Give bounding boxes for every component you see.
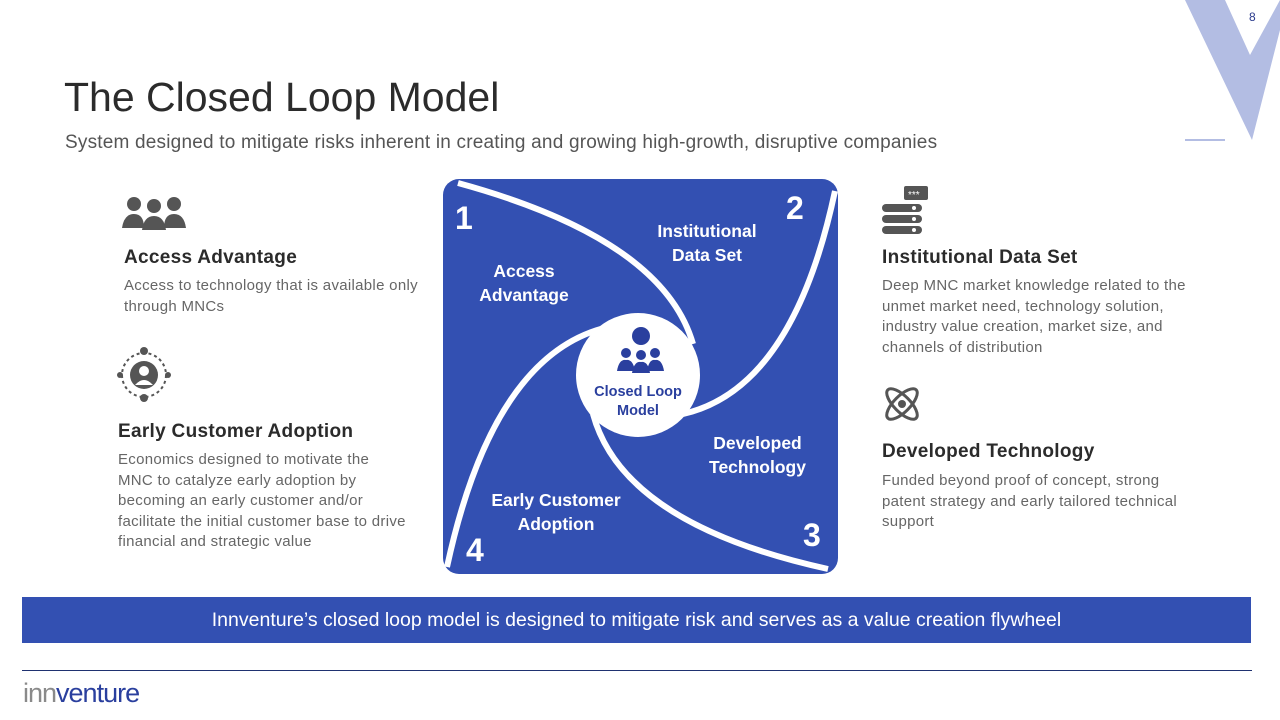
swirl-curve	[590, 413, 829, 572]
logo-part: inn	[23, 678, 57, 708]
feature-heading: Developed Technology	[882, 441, 1095, 462]
brand-watermark-v	[1185, 0, 1280, 141]
quadrant-number: 4	[466, 532, 484, 568]
feature-heading: Access Advantage	[124, 247, 298, 268]
quadrant-label: Developed Technology	[709, 433, 806, 477]
quadrant-label: Early Customer Adoption	[491, 490, 621, 534]
feature-heading: Institutional Data Set	[882, 247, 1078, 268]
quadrant-label: Institutional Data Set	[657, 221, 757, 265]
quadrant-number: 3	[803, 517, 821, 553]
diagram-center-label: Closed Loop Model	[594, 384, 682, 419]
feature-text: Access to technology that is available o…	[124, 277, 418, 315]
svg-text:***: ***	[908, 190, 920, 201]
database-server-icon: ***	[882, 186, 928, 234]
feature-text: Funded beyond proof of concept, strong p…	[882, 472, 1178, 530]
summary-banner: Innventure’s closed loop model is design…	[22, 597, 1251, 643]
customer-target-icon	[117, 347, 171, 402]
page-number: 8	[1249, 10, 1256, 24]
feature-text: Economics designed to motivate the MNC t…	[118, 451, 406, 550]
quadrant-number: 2	[786, 190, 804, 226]
quadrant-number: 1	[455, 200, 473, 236]
atom-icon	[885, 387, 919, 421]
feature-text: Deep MNC market knowledge related to the…	[882, 277, 1186, 356]
innventure-logo: innventure	[23, 678, 140, 709]
page-subtitle: System designed to mitigate risks inhere…	[65, 132, 938, 153]
swirl-curve	[444, 324, 609, 568]
logo-part: venture	[56, 678, 140, 708]
footer-divider	[22, 670, 1252, 671]
closed-loop-diagram	[443, 179, 838, 574]
page-title: The Closed Loop Model	[64, 74, 500, 120]
swirl-curve	[457, 180, 696, 345]
quadrant-label: Access Advantage	[479, 261, 569, 305]
feature-heading: Early Customer Adoption	[118, 421, 354, 442]
swirl-curve	[682, 190, 838, 417]
people-group-icon	[122, 197, 186, 230]
team-icon	[617, 327, 664, 373]
